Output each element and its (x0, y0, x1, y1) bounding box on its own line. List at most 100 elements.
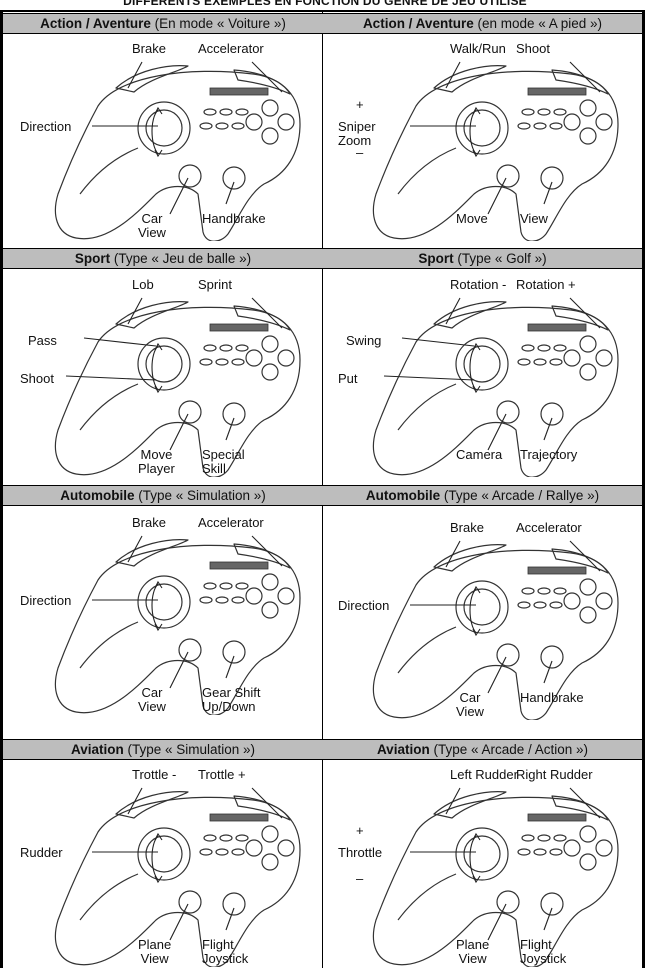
select-button (554, 588, 566, 594)
callout-line (226, 656, 234, 678)
gamepad-body (55, 540, 300, 715)
gamepad-body (55, 302, 300, 477)
direction-arrow (152, 584, 158, 628)
right-analog-stick (497, 891, 519, 913)
callout-line (128, 788, 142, 814)
face-button (278, 114, 294, 130)
callout-line (252, 788, 282, 818)
select-button (522, 835, 534, 841)
callout-label: Shoot (516, 42, 550, 56)
callout-line (488, 414, 506, 450)
left-shoulder-button (116, 66, 188, 92)
callout-label: Shoot (20, 372, 54, 386)
mode-button (232, 359, 244, 365)
callout-line (170, 178, 188, 214)
grip-line (398, 148, 456, 194)
callout-label: MovePlayer (138, 448, 175, 476)
right-analog-stick (497, 401, 519, 423)
mode-button (200, 123, 212, 129)
face-button (596, 114, 612, 130)
face-button (564, 114, 580, 130)
gamepad-outline (55, 545, 300, 715)
mode-button (518, 849, 530, 855)
aux-stick (223, 167, 245, 189)
select-button (236, 345, 248, 351)
direction-arrow (470, 346, 476, 390)
left-analog-stick (146, 584, 182, 620)
face-button (564, 593, 580, 609)
face-button (580, 579, 596, 595)
left-analog-stick (464, 836, 500, 872)
direction-arrow (470, 836, 476, 880)
mode-button (232, 123, 244, 129)
callout-label: FlightJoystick (520, 938, 566, 966)
left-analog-stick (146, 110, 182, 146)
select-button (554, 109, 566, 115)
brand-plate (528, 567, 586, 574)
callout-line (170, 652, 188, 688)
callout-line (128, 536, 142, 562)
callout-label: Brake (450, 521, 484, 535)
callout-line (128, 62, 142, 88)
mode-button (534, 359, 546, 365)
section-header-sport-golf: Sport (Type « Golf ») (323, 248, 642, 269)
face-button (580, 336, 596, 352)
callout-label: Walk/Run (450, 42, 506, 56)
face-button (246, 114, 262, 130)
section-header-sport-ball: Sport (Type « Jeu de balle ») (3, 248, 323, 269)
face-button (246, 840, 262, 856)
gamepad-drawing (338, 515, 636, 720)
callout-label: Lob (132, 278, 154, 292)
callout-line (544, 661, 552, 683)
callout-lines (66, 298, 282, 450)
direction-arrow (152, 346, 158, 390)
callout-label: Sprint (198, 278, 232, 292)
face-button (246, 350, 262, 366)
callout-line (570, 62, 600, 92)
mode-button (216, 597, 228, 603)
left-shoulder-button (434, 792, 506, 818)
section-header-action-foot: Action / Aventure (en mode « A pied ») (323, 13, 642, 34)
right-analog-stick (179, 165, 201, 187)
select-button (522, 588, 534, 594)
callout-label: Throttle (338, 846, 382, 860)
select-button (236, 109, 248, 115)
callout-line (402, 338, 474, 346)
aux-stick (223, 641, 245, 663)
callout-label: Camera (456, 448, 502, 462)
page-title: DIFFERENTS EXEMPLES EN FONCTION DU GENRE… (0, 0, 650, 8)
select-button (236, 835, 248, 841)
callout-line (544, 908, 552, 930)
face-button (580, 364, 596, 380)
callout-label: Handbrake (202, 212, 266, 226)
grip-line (80, 384, 138, 430)
right-analog-stick (179, 401, 201, 423)
left-analog-stick (464, 589, 500, 625)
brand-plate (528, 814, 586, 821)
select-button (522, 109, 534, 115)
aux-stick (541, 167, 563, 189)
direction-arrow (152, 110, 158, 154)
callout-line (446, 541, 460, 567)
face-button (262, 826, 278, 842)
face-button (262, 336, 278, 352)
face-button (262, 854, 278, 870)
face-button (278, 588, 294, 604)
right-analog-stick (497, 165, 519, 187)
callout-label: Accelerator (198, 42, 264, 56)
right-analog-stick (179, 639, 201, 661)
left-shoulder-button (116, 792, 188, 818)
select-button (220, 109, 232, 115)
mode-button (550, 359, 562, 365)
callout-label: FlightJoystick (202, 938, 248, 966)
section-header-action-car: Action / Aventure (En mode « Voiture ») (3, 13, 323, 34)
face-button (246, 588, 262, 604)
brand-plate (210, 324, 268, 331)
gamepad-body (55, 792, 300, 967)
select-button (554, 345, 566, 351)
callout-label: Rudder (20, 846, 63, 860)
